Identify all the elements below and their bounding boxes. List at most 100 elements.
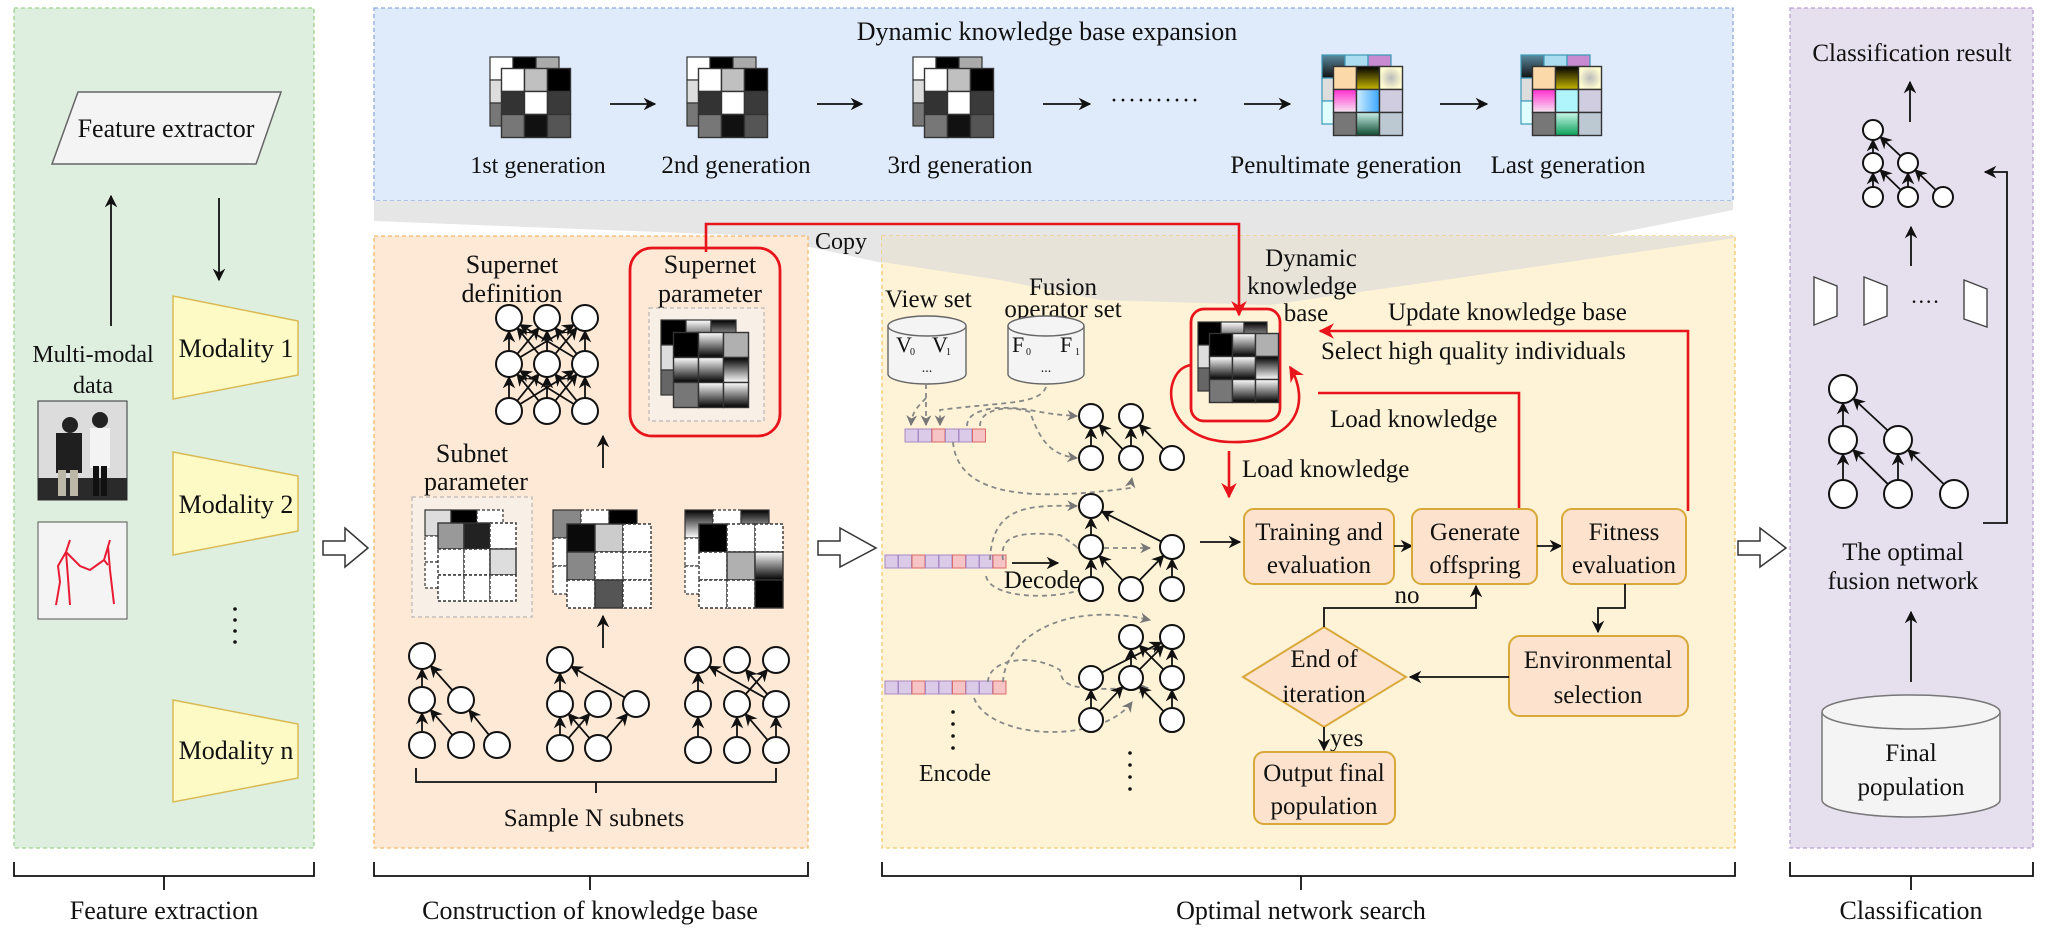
fitness-label-1: Fitness xyxy=(1589,519,1660,546)
graph-node xyxy=(584,690,612,718)
load-knowledge-2: Load knowledge xyxy=(1242,456,1409,483)
final-population-label-2: population xyxy=(1858,774,1965,801)
graph-node xyxy=(1118,445,1144,471)
grid-cell xyxy=(697,90,723,116)
fitness-label-2: evaluation xyxy=(1572,552,1677,579)
graph-node xyxy=(584,734,612,762)
encoding-gene xyxy=(958,428,973,443)
encoding-gene xyxy=(884,680,899,695)
feature-extractor-label: Feature extractor xyxy=(78,114,255,143)
grid-cell xyxy=(546,113,572,139)
stage-arrow-1 xyxy=(322,526,370,569)
view-item-v0-sub: 0 xyxy=(910,347,915,358)
no-loop-arrow xyxy=(1323,584,1483,627)
offspring-label-1: Generate xyxy=(1430,519,1520,546)
graph-node xyxy=(533,397,561,425)
graph-node xyxy=(408,642,436,670)
graph-node xyxy=(622,690,650,718)
optimal-network-label-2: fusion network xyxy=(1828,568,1979,595)
grid-cell xyxy=(697,67,723,93)
graph-node xyxy=(533,304,561,332)
graph-edge xyxy=(429,708,454,736)
graph-node xyxy=(571,350,599,378)
kb-construction-bracket xyxy=(373,862,809,890)
encoding-gene xyxy=(952,554,966,569)
graph-node xyxy=(495,350,523,378)
grid-cell xyxy=(1378,88,1404,114)
select-label: Select high quality individuals xyxy=(1321,338,1626,365)
view-item-more: ... xyxy=(922,361,933,376)
gen-ellipsis: ·········· xyxy=(1110,88,1200,114)
grid-cell xyxy=(754,523,784,553)
graph-node xyxy=(1078,493,1104,519)
supernet-definition-graph xyxy=(495,304,599,425)
grid-cell xyxy=(743,90,769,116)
grid-cell xyxy=(594,523,624,553)
fusion-item-f0-sub: 0 xyxy=(1026,347,1031,358)
encoding-gene xyxy=(918,428,932,443)
final-population-database: Final population xyxy=(1821,694,2001,818)
grid-cell xyxy=(722,331,750,359)
graph-edge xyxy=(1138,423,1165,451)
grid-cell xyxy=(743,113,769,139)
no-label: no xyxy=(1395,582,1420,609)
graph-node xyxy=(408,731,436,759)
graph-node xyxy=(723,690,751,718)
encoding-gene xyxy=(925,554,939,569)
grid-cell xyxy=(946,67,972,93)
expansion-title: Dynamic knowledge base expansion xyxy=(857,17,1238,46)
feature-extraction-bracket xyxy=(13,862,315,890)
grid-cell xyxy=(1208,378,1234,404)
graph-node xyxy=(684,646,712,674)
grid-cell xyxy=(500,113,526,139)
copy-connector xyxy=(704,222,1247,317)
supernet-parameter-grid xyxy=(660,319,750,409)
feature-extractor: Feature extractor xyxy=(50,91,283,165)
update-kb-label: Update knowledge base xyxy=(1388,299,1627,326)
fusion-operator-database: F 0 F 1 ... xyxy=(1007,315,1085,385)
encoding-gene xyxy=(898,554,912,569)
subnet-param-1: Subnet xyxy=(436,439,509,468)
grid-cell xyxy=(1531,88,1557,114)
grid-cell xyxy=(489,548,517,576)
grid-cell xyxy=(969,67,995,93)
encoding-gene xyxy=(925,680,939,695)
grid-cell xyxy=(500,90,526,116)
grid-cell xyxy=(754,579,784,609)
grid-cell xyxy=(1577,111,1603,137)
graph-node xyxy=(762,736,790,764)
grid-cell xyxy=(1332,111,1358,137)
end-label-1: End of xyxy=(1290,646,1358,673)
encoding-gene xyxy=(992,680,1007,695)
graph-edge xyxy=(1852,397,1889,432)
subnet-param-2: parameter xyxy=(424,467,528,496)
grid-cell xyxy=(1554,88,1580,114)
graph-edge xyxy=(1138,644,1165,671)
grid-cell xyxy=(1378,65,1404,91)
view-set-database: V 0 V 1 ... xyxy=(887,315,967,385)
graph-edge xyxy=(1100,510,1162,543)
grid-cell xyxy=(722,381,750,409)
graph-edge xyxy=(708,665,766,699)
graph-edge xyxy=(1098,685,1124,712)
graph-node xyxy=(1159,576,1185,602)
grid-cell xyxy=(946,113,972,139)
graph-node xyxy=(1159,534,1185,560)
graph-edge xyxy=(1914,169,1937,191)
graph-edge xyxy=(1098,423,1124,450)
graph-edge xyxy=(1138,554,1165,582)
feedback-arrow xyxy=(1983,165,2008,524)
view-item-v0: V xyxy=(896,332,912,357)
stage-label-search: Optimal network search xyxy=(1176,896,1426,925)
grid-cell xyxy=(622,551,652,581)
grid-cell xyxy=(923,90,949,116)
search-bracket xyxy=(881,862,1736,890)
encode-label: Encode xyxy=(919,761,991,787)
training-label-1: Training and xyxy=(1255,519,1383,546)
encoding-gene xyxy=(972,428,986,443)
stage-label-feature-extraction: Feature extraction xyxy=(70,896,258,925)
supernet-param-1: Supernet xyxy=(664,250,757,279)
graph-edge xyxy=(567,712,591,739)
arrow-to-environmental xyxy=(1591,584,1626,634)
grid-cell xyxy=(489,574,517,602)
